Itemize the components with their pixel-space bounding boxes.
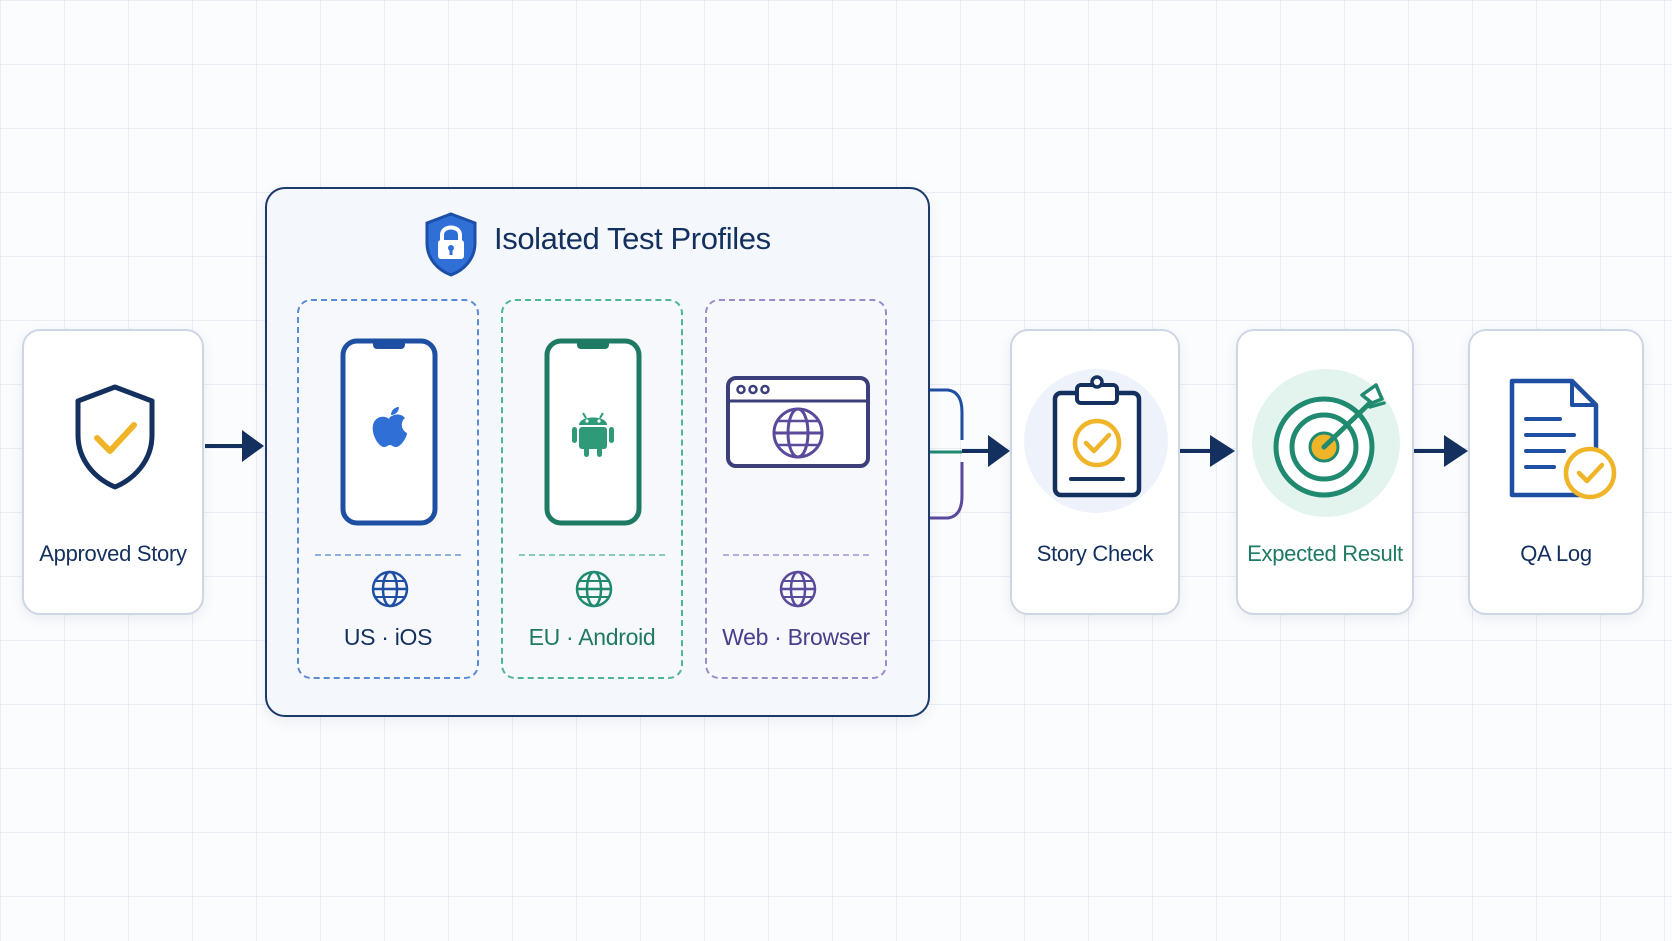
arrow-approved-to-profiles [205,430,264,462]
profile-eu-android: EU · Android [501,299,683,679]
arrow-check-to-result [1180,435,1235,467]
globe-icon [575,570,613,608]
approved-story-card: Approved Story [22,329,204,615]
expected-result-card: Expected Result [1236,329,1414,615]
shield-lock-icon [425,212,477,277]
globe-icon [371,570,409,608]
story-check-label: Story Check [1036,541,1154,566]
isolated-test-profiles-group: Isolated Test Profiles US · iOS [265,187,930,717]
clipboard-check-icon [1052,375,1142,498]
target-arrow-icon [1273,383,1386,498]
globe-icon [779,570,817,608]
profile-label-web-browser: Web · Browser [722,624,870,650]
android-phone-icon [544,338,642,526]
qa-log-label: QA Log [1520,541,1592,566]
profile-us-ios: US · iOS [297,299,479,679]
iphone-apple-icon [340,338,438,526]
story-check-card: Story Check [1010,329,1180,615]
merge-bracket [930,388,964,520]
profile-label-eu-android: EU · Android [528,624,656,650]
arrow-profiles-to-check [962,435,1010,467]
expected-result-label: Expected Result [1247,541,1403,566]
profile-divider [315,554,461,556]
profile-label-us-ios: US · iOS [343,624,433,650]
profile-web-browser: Web · Browser [705,299,887,679]
group-title: Isolated Test Profiles [494,221,771,256]
profile-divider [723,554,869,556]
document-check-icon [1509,378,1617,500]
arrow-result-to-log [1414,435,1468,467]
shield-check-icon [75,384,155,490]
profile-divider [519,554,665,556]
browser-globe-icon [726,376,870,468]
approved-story-label: Approved Story [39,541,187,566]
qa-log-card: QA Log [1468,329,1644,615]
